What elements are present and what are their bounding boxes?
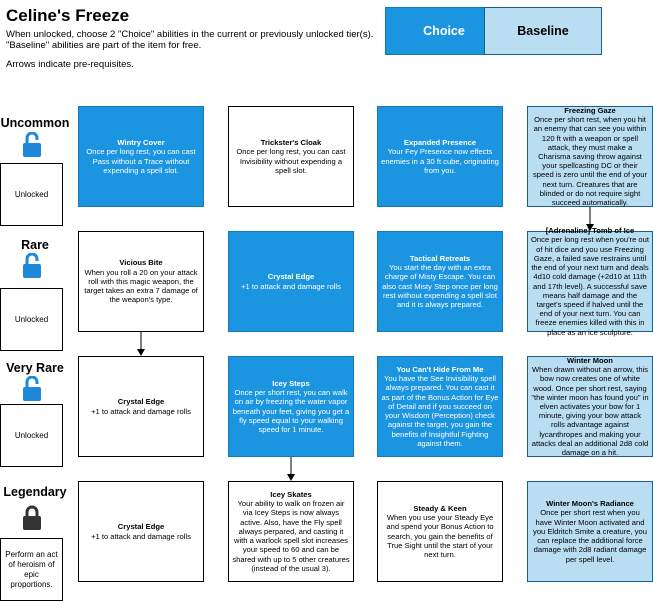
ability-title: Trickster's Cloak [260, 138, 322, 148]
ability-description: You have the See Invisibility spell alwa… [381, 374, 499, 448]
unlock-icon [22, 375, 42, 402]
ability-title: Icey Skates [270, 490, 312, 500]
tier-label: Very Rare [6, 361, 64, 375]
ability-description: When you roll a 20 on your attack roll w… [84, 267, 198, 305]
tier-label: Legendary [3, 485, 67, 499]
ability-description: +1 to attack and damage rolls [91, 531, 191, 541]
ability-card: Crystal Edge+1 to attack and damage roll… [228, 231, 354, 332]
ability-description: When drawn without an arrow, this bow no… [531, 365, 649, 457]
tier-label: Uncommon [0, 116, 70, 130]
ability-title: Steady & Keen [413, 503, 467, 513]
legend-baseline: Baseline [484, 7, 602, 55]
ability-description: You start the day with an extra charge o… [382, 263, 498, 309]
ability-description: Your ability to walk on frozen air via I… [232, 499, 350, 573]
legend-choice: Choice [385, 7, 503, 55]
ability-card: Crystal Edge+1 to attack and damage roll… [78, 481, 204, 582]
ability-description: +1 to attack and damage rolls [241, 281, 341, 291]
ability-description: Once per long rest, you can cast Invisib… [236, 147, 346, 175]
ability-title: You Can't Hide From Me [396, 365, 484, 375]
tier-label: Rare [21, 238, 49, 252]
ability-title: Freezing Gaze [564, 105, 616, 115]
ability-title: Winter Moon's Radiance [546, 499, 634, 509]
ability-description: Once per short rest when you have Winter… [533, 508, 647, 564]
ability-description: Your Fey Presence now effects enemies in… [381, 147, 499, 175]
ability-title: Winter Moon [567, 355, 613, 365]
tier-status: Perform an act of heroism of epic propor… [0, 538, 63, 601]
ability-title: Vicious Bite [119, 258, 163, 268]
ability-description: Once per short rest, when you hit an ene… [533, 115, 647, 207]
ability-title: Expanded Presence [403, 138, 477, 148]
intro-line-1: When unlocked, choose 2 "Choice" abiliti… [6, 29, 374, 40]
ability-title: Crystal Edge [117, 397, 165, 407]
intro-line-2: "Baseline" abilities are part of the ite… [6, 40, 202, 51]
ability-description: +1 to attack and damage rolls [91, 406, 191, 416]
page-title: Celine's Freeze [6, 6, 130, 25]
ability-description: Once per short rest, you can walk on air… [232, 388, 350, 434]
unlock-icon [22, 131, 42, 158]
ability-description: Once per long rest when you're out of hi… [531, 235, 649, 337]
ability-title: Crystal Edge [117, 522, 165, 532]
intro-line-3: Arrows indicate pre-requisites. [6, 59, 134, 70]
ability-title: Tactical Retreats [409, 253, 471, 263]
ability-description: Once per long rest, you can cast Pass wi… [86, 147, 196, 175]
tier-status: Unlocked [0, 288, 63, 351]
ability-title: [Adrenaline] Tomb of Ice [545, 226, 635, 236]
tier-status: Unlocked [0, 404, 63, 467]
ability-card: Crystal Edge+1 to attack and damage roll… [78, 356, 204, 457]
lock-icon [22, 505, 42, 531]
ability-title: Wintry Cover [117, 138, 165, 148]
unlock-icon [22, 252, 42, 279]
tier-status: Unlocked [0, 163, 63, 226]
ability-title: Crystal Edge [267, 272, 315, 282]
ability-title: Icey Steps [272, 378, 310, 388]
ability-description: When you use your Steady Eye and spend y… [386, 513, 494, 559]
